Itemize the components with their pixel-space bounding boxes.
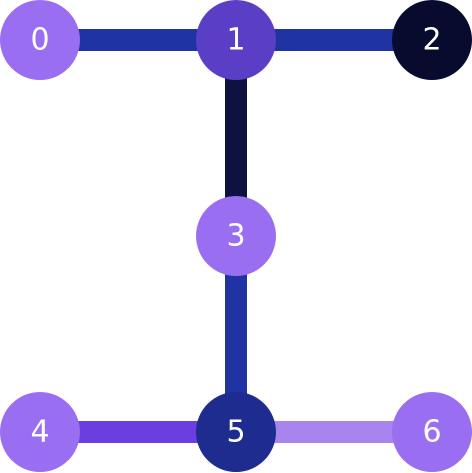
node-label: 0 [30, 23, 49, 58]
node-label: 5 [226, 415, 245, 450]
node-3: 3 [196, 196, 276, 276]
node-label: 3 [226, 219, 245, 254]
node-circle [196, 392, 276, 472]
node-circle [0, 392, 80, 472]
node-circle [196, 196, 276, 276]
node-label: 2 [422, 23, 441, 58]
node-0: 0 [0, 0, 80, 80]
node-1: 1 [196, 0, 276, 80]
node-label: 1 [226, 23, 245, 58]
node-5: 5 [196, 392, 276, 472]
node-circle [392, 392, 472, 472]
node-6: 6 [392, 392, 472, 472]
node-circle [392, 0, 472, 80]
node-2: 2 [392, 0, 472, 80]
node-circle [0, 0, 80, 80]
node-4: 4 [0, 392, 80, 472]
node-label: 4 [30, 415, 49, 450]
node-label: 6 [422, 415, 441, 450]
node-circle [196, 0, 276, 80]
